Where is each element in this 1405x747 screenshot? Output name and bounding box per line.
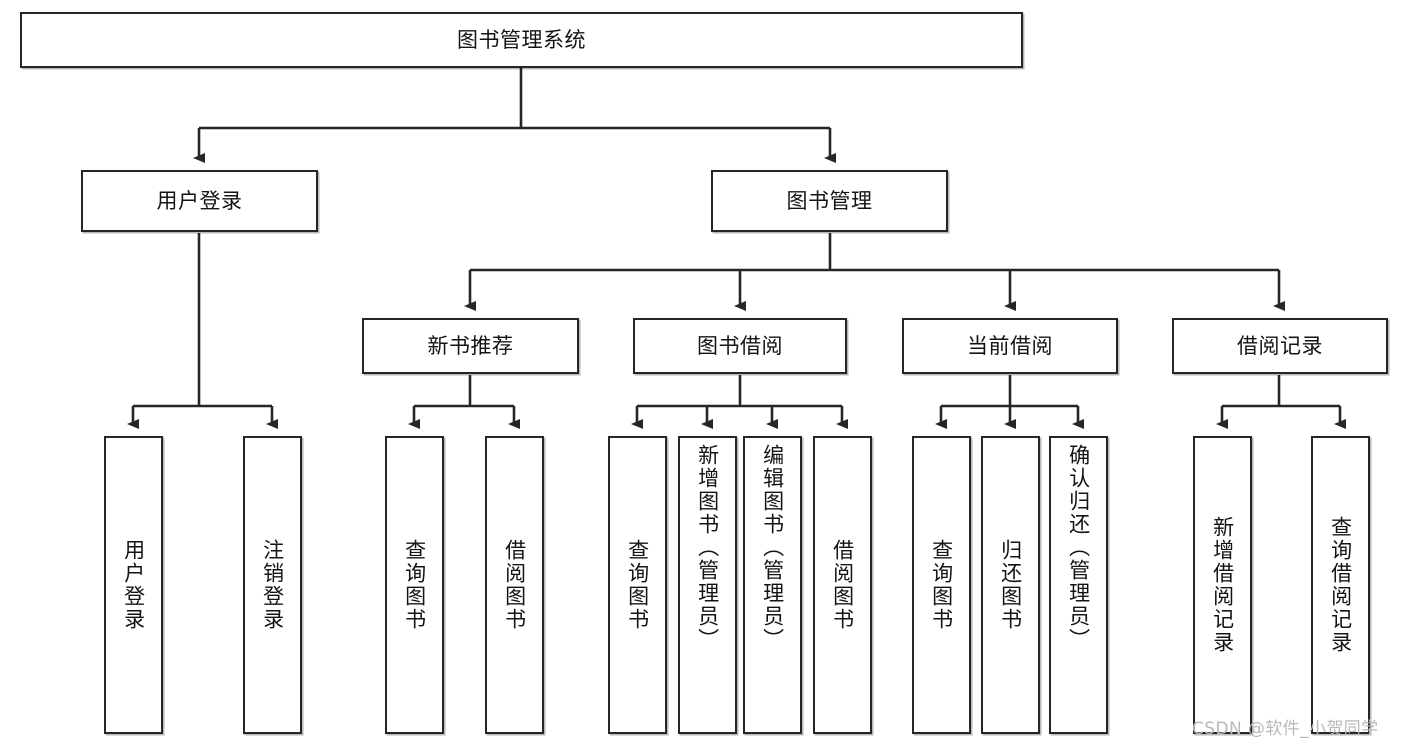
node-leaf-confirm-return-admin[interactable]: 确认归还（管理员） xyxy=(1049,436,1108,734)
node-label: 注销登录 xyxy=(260,539,285,631)
node-leaf-query-book-borrow[interactable]: 查询图书 xyxy=(608,436,667,734)
node-label: 归还图书 xyxy=(998,539,1023,631)
node-leaf-query-borrow-record[interactable]: 查询借阅记录 xyxy=(1311,436,1370,734)
node-label: 借阅记录 xyxy=(1237,333,1323,358)
node-label: 用户登录 xyxy=(121,539,146,631)
node-label: 图书管理 xyxy=(786,188,873,213)
node-book-manage[interactable]: 图书管理 xyxy=(711,170,948,232)
node-label: 新书推荐 xyxy=(427,333,514,358)
node-book-borrow[interactable]: 图书借阅 xyxy=(633,318,847,374)
node-borrow-record[interactable]: 借阅记录 xyxy=(1172,318,1388,374)
node-label: 查询图书 xyxy=(402,539,427,631)
node-root-system[interactable]: 图书管理系统 xyxy=(20,12,1023,68)
node-label: 查询图书 xyxy=(929,539,954,631)
csdn-watermark: CSDN @软件_小贺同学 xyxy=(1192,719,1379,739)
node-leaf-logout-login[interactable]: 注销登录 xyxy=(243,436,302,734)
node-label: 查询图书 xyxy=(625,539,650,631)
node-current-borrow[interactable]: 当前借阅 xyxy=(902,318,1118,374)
node-label: 查询借阅记录 xyxy=(1328,516,1353,654)
node-new-book-recommend[interactable]: 新书推荐 xyxy=(362,318,579,374)
node-leaf-query-book-rec[interactable]: 查询图书 xyxy=(385,436,444,734)
node-label: 编辑图书（管理员） xyxy=(760,444,785,651)
node-leaf-query-book-current[interactable]: 查询图书 xyxy=(912,436,971,734)
node-user-login[interactable]: 用户登录 xyxy=(81,170,318,232)
node-label: 新增图书（管理员） xyxy=(695,444,720,651)
node-leaf-user-login[interactable]: 用户登录 xyxy=(104,436,163,734)
node-leaf-edit-book-admin[interactable]: 编辑图书（管理员） xyxy=(743,436,802,734)
node-leaf-add-borrow-record[interactable]: 新增借阅记录 xyxy=(1193,436,1252,734)
node-label: 借阅图书 xyxy=(830,539,855,631)
node-leaf-borrow-book[interactable]: 借阅图书 xyxy=(813,436,872,734)
node-label: 当前借阅 xyxy=(967,333,1053,358)
node-leaf-return-book[interactable]: 归还图书 xyxy=(981,436,1040,734)
node-label: 图书借阅 xyxy=(697,333,783,358)
node-label: 图书管理系统 xyxy=(457,27,586,52)
node-label: 借阅图书 xyxy=(502,539,527,631)
node-label: 新增借阅记录 xyxy=(1210,516,1235,654)
node-label: 用户登录 xyxy=(156,188,243,213)
node-leaf-add-book-admin[interactable]: 新增图书（管理员） xyxy=(678,436,737,734)
node-label: 确认归还（管理员） xyxy=(1066,444,1091,651)
node-leaf-borrow-book-rec[interactable]: 借阅图书 xyxy=(485,436,544,734)
